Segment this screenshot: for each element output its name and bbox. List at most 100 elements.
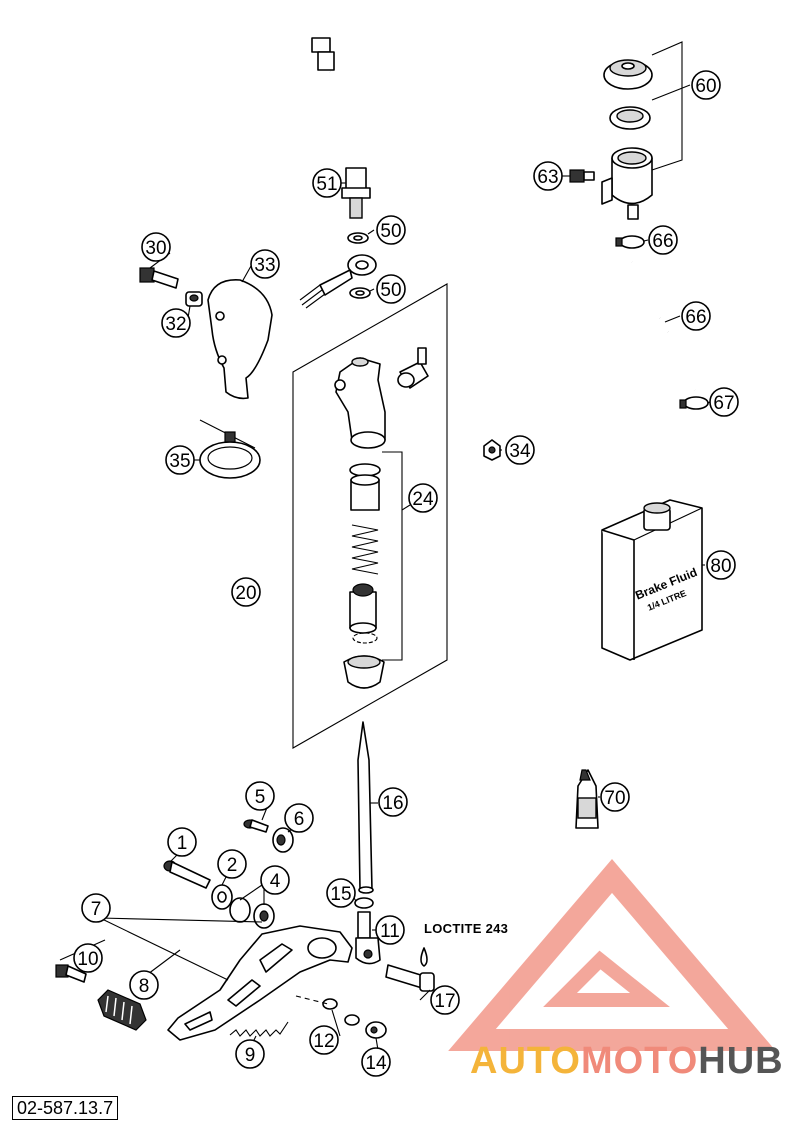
spring-9 <box>229 1021 289 1037</box>
callout-number: 30 <box>145 238 166 259</box>
callout-15: 15 <box>326 878 356 908</box>
bracket-60 <box>651 41 683 171</box>
callout-number: 16 <box>382 793 403 814</box>
callout-5: 5 <box>245 781 275 811</box>
callout-33: 33 <box>250 249 280 279</box>
callout-number: 9 <box>245 1045 256 1066</box>
callout-circle <box>430 985 460 1015</box>
callout-circle <box>505 435 535 465</box>
brake-pedal-7 <box>167 925 353 1041</box>
callout-11: 11 <box>375 915 405 945</box>
nut-34 <box>483 439 501 461</box>
bolt-17 <box>385 964 435 992</box>
callout-circle <box>648 225 678 255</box>
callout-circle <box>161 308 191 338</box>
master-cylinder-body <box>334 357 386 449</box>
callout-number: 24 <box>412 489 434 510</box>
callout-80: 80 <box>706 550 736 580</box>
banjo-fitting <box>299 254 377 309</box>
callout-number: 60 <box>695 76 716 97</box>
callout-32: 32 <box>161 308 191 338</box>
brake-light-switch-51 <box>311 37 371 219</box>
callout-number: 7 <box>91 899 102 920</box>
callout-67: 67 <box>709 387 739 417</box>
callout-circle <box>260 865 290 895</box>
callout-number: 5 <box>255 787 266 808</box>
callout-7: 7 <box>81 893 111 923</box>
callout-35: 35 <box>165 445 195 475</box>
hose-clamp-66-bottom <box>679 396 709 410</box>
callout-number: 66 <box>685 307 706 328</box>
screw-63 <box>569 169 595 183</box>
bushing-6 <box>272 827 294 853</box>
callout-circle <box>231 577 261 607</box>
callout-circle <box>235 1039 265 1069</box>
callout-number: 32 <box>165 314 186 335</box>
callout-4: 4 <box>260 865 290 895</box>
drawing-code: 02-587.13.7 <box>12 1096 119 1120</box>
callout-number: 66 <box>652 231 673 252</box>
callout-circle <box>376 274 406 304</box>
callout-66: 66 <box>648 225 678 255</box>
callout-circle <box>376 215 406 245</box>
callout-8: 8 <box>129 970 159 1000</box>
callout-number: 2 <box>227 855 238 876</box>
footrest-rubber-8 <box>97 989 147 1031</box>
callout-number: 63 <box>537 167 558 188</box>
reservoir-diaphragm <box>609 106 651 130</box>
callout-50: 50 <box>376 274 406 304</box>
callout-number: 15 <box>330 884 351 905</box>
callout-number: 1 <box>177 833 188 854</box>
bolt-1 <box>163 860 211 889</box>
callout-number: 35 <box>169 451 190 472</box>
callout-circle <box>709 387 739 417</box>
watermark-part1: AUTO <box>470 1040 581 1082</box>
callout-6: 6 <box>284 803 314 833</box>
washer-2 <box>211 884 233 910</box>
callout-50: 50 <box>376 215 406 245</box>
washer-12 <box>322 998 338 1010</box>
callout-circle <box>284 803 314 833</box>
callout-number: 33 <box>254 255 275 276</box>
callout-circle <box>378 787 408 817</box>
callout-63: 63 <box>533 161 563 191</box>
callout-circle <box>408 483 438 513</box>
loctite-bottle-70 <box>575 769 599 829</box>
piston-seal <box>350 474 380 511</box>
callout-10: 10 <box>73 943 103 973</box>
callout-circle <box>706 550 736 580</box>
callout-66: 66 <box>681 301 711 331</box>
callout-number: 10 <box>77 949 98 970</box>
nut-14 <box>365 1021 387 1039</box>
callout-16: 16 <box>378 787 408 817</box>
washer-12b <box>344 1014 360 1026</box>
callout-circle <box>129 970 159 1000</box>
callout-circle <box>681 301 711 331</box>
callout-2: 2 <box>217 849 247 879</box>
callout-number: 50 <box>380 221 401 242</box>
clevis-11 <box>355 911 381 965</box>
callout-number: 67 <box>713 393 734 414</box>
callout-circle <box>309 1025 339 1055</box>
callout-number: 51 <box>316 174 337 195</box>
piston <box>349 583 377 634</box>
callout-9: 9 <box>235 1039 265 1069</box>
loctite-drop <box>420 947 428 967</box>
callout-circle <box>533 161 563 191</box>
callout-number: 80 <box>710 556 731 577</box>
callout-1: 1 <box>167 827 197 857</box>
bearing-4 <box>229 897 275 929</box>
callout-circle <box>217 849 247 879</box>
hose-67 <box>626 260 701 392</box>
assembly-frame-20 <box>292 283 448 749</box>
callout-number: 20 <box>235 583 256 604</box>
nut-15 <box>354 897 374 909</box>
callout-number: 12 <box>313 1031 334 1052</box>
callout-number: 14 <box>365 1053 387 1074</box>
callout-70: 70 <box>600 782 630 812</box>
callout-number: 50 <box>380 280 401 301</box>
callout-circle <box>250 249 280 279</box>
callout-34: 34 <box>505 435 535 465</box>
callout-layer: 1245678910111214151617202430323334355050… <box>73 70 739 1077</box>
